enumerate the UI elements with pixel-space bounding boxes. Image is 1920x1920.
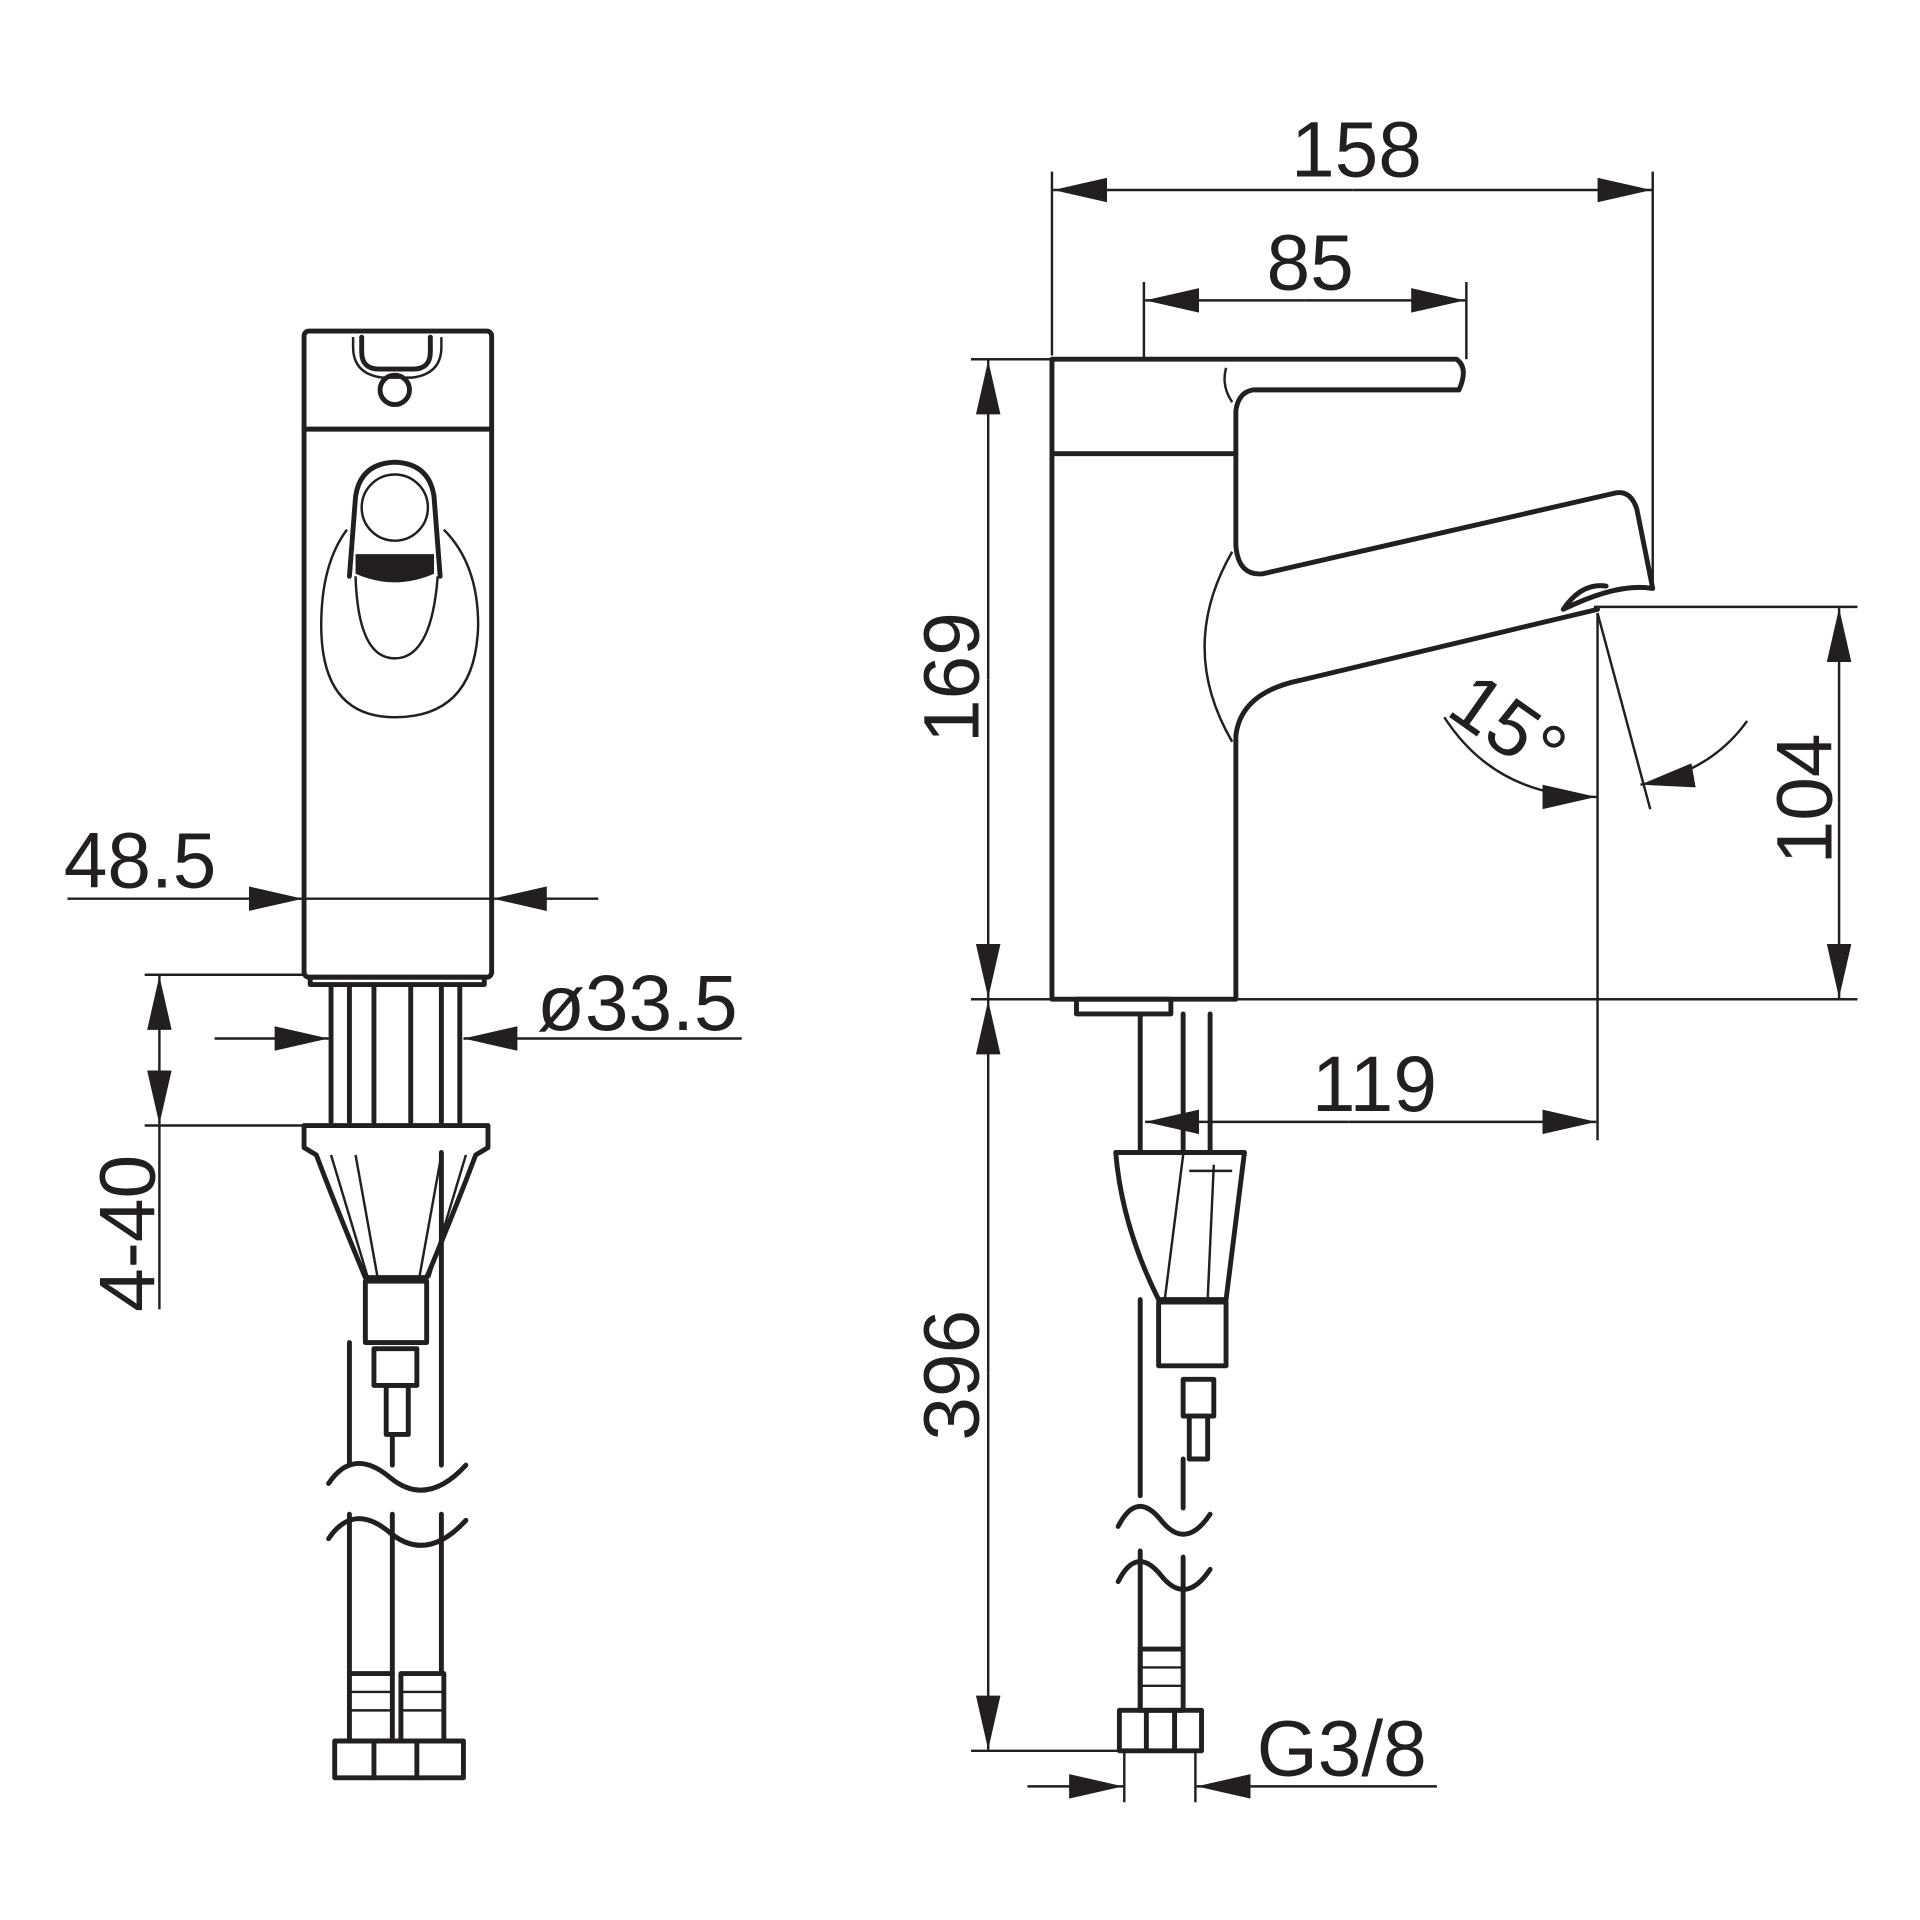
dimension-label-counter-thickness: 4-40: [83, 1155, 171, 1312]
dimension-connection-thread: G3/8: [1027, 1704, 1437, 1803]
dimension-label-lever-length: 85: [1267, 218, 1354, 306]
supply-pipes-front: [301, 982, 491, 1781]
front-view: [301, 328, 495, 1781]
dimension-hose-length: 396: [907, 1000, 1122, 1753]
dimension-counter-thickness: 4-40: [83, 973, 305, 1312]
dimension-spout-height: 104: [1593, 605, 1858, 999]
dimension-label-body-width: 48.5: [64, 817, 217, 905]
spout-front: [319, 459, 480, 719]
dimension-body-width: 48.5: [64, 817, 599, 911]
dimension-label-spout-reach: 119: [1312, 1040, 1437, 1128]
dimension-overall-length: 158: [1050, 106, 1654, 589]
lever-top-detail: [351, 334, 443, 408]
supply-pipes-side: [1113, 1011, 1247, 1754]
dimension-label-spout-angle: 15°: [1435, 655, 1583, 795]
dimension-height: 169: [907, 358, 1858, 1001]
dimension-label-overall-length: 158: [1291, 106, 1422, 194]
dimension-label-height: 169: [907, 612, 995, 743]
dimension-spout-angle: 15°: [1435, 612, 1749, 1141]
dimension-spout-reach: 119: [1145, 1040, 1597, 1135]
dimension-label-connection-thread: G3/8: [1257, 1704, 1427, 1792]
dimension-lever-length: 85: [1142, 218, 1468, 360]
dimension-label-hole-diameter: ø33.5: [537, 959, 738, 1047]
dimension-label-spout-height: 104: [1761, 733, 1849, 864]
dimension-label-hose-length: 396: [907, 1310, 995, 1441]
dimension-hole-diameter: ø33.5: [214, 959, 742, 1051]
